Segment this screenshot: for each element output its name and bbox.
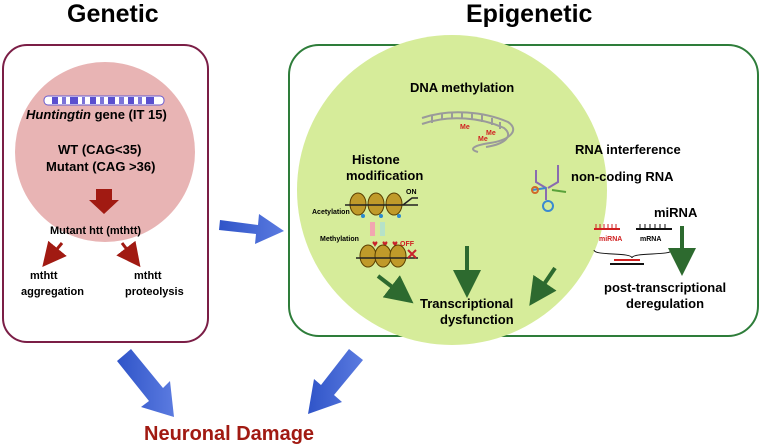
chromosome-icon [43, 95, 165, 106]
svg-text:♥: ♥ [382, 239, 388, 250]
me-tag-3: Me [486, 130, 496, 137]
off-label: OFF [400, 241, 414, 248]
histone-label-2: modification [346, 168, 424, 183]
svg-text:♥: ♥ [392, 239, 398, 250]
rna-interference-label: RNA interference [575, 142, 681, 157]
mrna-small-label: mRNA [640, 236, 662, 243]
me-tag-2: Me [478, 136, 488, 143]
gene-label: Huntingtin gene (IT 15) [26, 107, 167, 122]
me-tag-1: Me [460, 124, 470, 131]
neuronal-damage-label: Neuronal Damage [144, 423, 315, 445]
transition-arrow-up [370, 222, 375, 236]
blue-arrow-genetic-to-damage [117, 349, 174, 417]
mirna-title: miRNA [654, 205, 698, 220]
transition-arrow-down [380, 222, 385, 236]
aggregation-label-2: aggregation [21, 286, 84, 298]
proteolysis-label-2: proteolysis [125, 286, 184, 298]
arrow-rna-to-transcription [529, 266, 557, 306]
mirna-small-label: miRNA [599, 236, 623, 243]
post-transcriptional-label-1: post-transcriptional [604, 280, 727, 295]
genetic-circle [15, 62, 195, 242]
dna-methylation-label: DNA methylation [410, 80, 515, 95]
transcriptional-label-2: dysfunction [440, 312, 514, 327]
mirna-mrna-icon [593, 224, 673, 265]
nucleosome-on-icon [345, 192, 418, 218]
methylation-label: Methylation [320, 236, 359, 243]
arrow-histone-to-transcription [376, 274, 414, 304]
proteolysis-label-1: mthtt [134, 270, 162, 282]
mutant-label: Mutant (CAG >36) [46, 159, 156, 174]
post-transcriptional-label-2: deregulation [626, 296, 705, 311]
epigenetic-header: Epigenetic [466, 0, 593, 28]
noncoding-rna-icon [531, 165, 567, 212]
acetylation-label: Acetylation [312, 209, 350, 216]
arrow-to-proteolysis [116, 240, 141, 268]
arrow-to-aggregation [42, 240, 67, 267]
blue-arrow-genetic-to-epigenetic [219, 214, 284, 244]
gene-suffix: gene (IT 15) [90, 107, 167, 122]
transcriptional-label-1: Transcriptional [420, 296, 514, 311]
aggregation-label-1: mthtt [30, 270, 58, 282]
histone-label-1: Histone [352, 152, 400, 167]
mutant-htt-label: Mutant htt (mthtt) [50, 225, 142, 237]
svg-text:♥: ♥ [372, 239, 378, 250]
genetic-header: Genetic [67, 0, 159, 28]
noncoding-rna-label: non-coding RNA [571, 169, 674, 184]
gene-name: Huntingtin [26, 107, 91, 122]
blue-arrow-epigenetic-to-damage [308, 349, 363, 414]
epigenetic-circle [297, 35, 607, 345]
on-label: ON [406, 189, 417, 196]
nucleosome-off-icon: ♥ ♥ ♥ [356, 239, 418, 268]
wt-label: WT (CAG<35) [58, 142, 142, 157]
dna-helix-icon [421, 111, 515, 153]
down-arrow-icon [89, 189, 119, 214]
